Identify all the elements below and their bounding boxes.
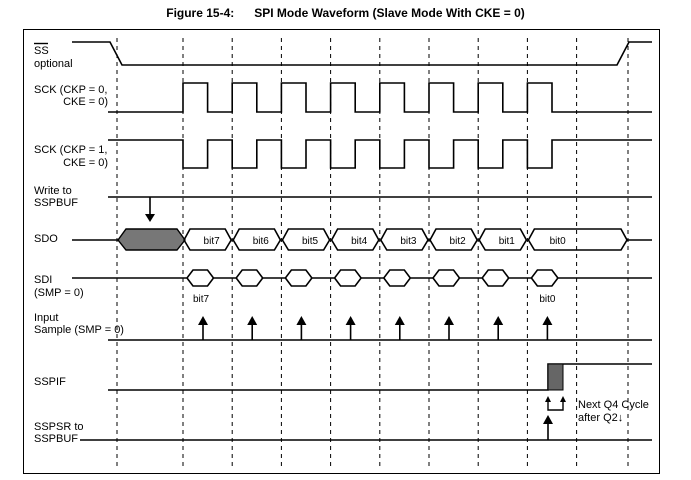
write-label-1: Write to (34, 185, 72, 197)
sdi-first-bit-label: bit7 (193, 294, 210, 305)
sck-ckp0-waveform (108, 82, 652, 113)
q4-annotation-line1: Next Q4 Cycle (578, 399, 649, 411)
sdo-shaded-region (117, 228, 186, 251)
sample-arrow-head (247, 316, 258, 325)
sck1-label-2: CKE = 0) (63, 157, 108, 169)
sample-arrow-head (296, 316, 307, 325)
sck0-label-1: SCK (CKP = 0, (34, 84, 107, 96)
sample-arrow-head (493, 316, 504, 325)
sspif-label: SSPIF (34, 376, 66, 388)
input-label-1: Input (34, 312, 58, 324)
q4-right-arrow (560, 396, 566, 402)
sample-arrow-head (345, 316, 356, 325)
ss-waveform (72, 41, 652, 66)
sspsr-label-1: SSPSR to (34, 421, 84, 433)
q4-annotation-line2: after Q2↓ (578, 412, 623, 424)
sample-arrow-head (444, 316, 454, 325)
write-arrow-head (145, 214, 155, 222)
q4-bracket (547, 398, 564, 411)
diagram-frame (23, 29, 660, 474)
sdo-bit-label: bit3 (400, 236, 417, 247)
sdo-bit-label: bit0 (550, 236, 567, 247)
ss-optional-label: optional (34, 58, 73, 70)
ss-label: SS (34, 45, 49, 57)
sample-arrow-head (394, 316, 405, 325)
sspsr-arrow-head (543, 415, 553, 424)
sdi-label: SDI (34, 274, 52, 286)
sspif-pulse (547, 363, 564, 391)
sdo-bit-cells (183, 228, 628, 251)
sample-arrow-head (198, 316, 208, 325)
sdi-last-bit-label: bit0 (539, 294, 556, 305)
sdo-bit-label: bit2 (450, 236, 467, 247)
sdi-waveform (72, 269, 652, 287)
sdo-label: SDO (34, 233, 58, 245)
sck0-label-2: CKE = 0) (63, 96, 108, 108)
sdo-bit-label: bit7 (204, 236, 221, 247)
waveforms (72, 41, 652, 441)
write-label-2: SSPBUF (34, 197, 78, 209)
sdi-smp-label: (SMP = 0) (34, 287, 84, 299)
figure-title: Figure 15-4: SPI Mode Waveform (Slave Mo… (166, 6, 525, 20)
q4-left-arrow (545, 396, 551, 402)
sdo-bit-label: bit5 (302, 236, 319, 247)
sspsr-label-2: SSPBUF (34, 433, 78, 445)
bit-labels: bit7 bit6 bit5 bit4 bit3 bit2 bit1 bit0 bit7 bit0… (193, 236, 649, 424)
sample-arrow-head (542, 316, 553, 325)
input-label-2: Sample (SMP = 0) (34, 324, 124, 336)
sck-ckp1-waveform (108, 139, 652, 169)
sdo-bit-label: bit4 (351, 236, 368, 247)
sdo-bit-label: bit6 (253, 236, 270, 247)
sdo-bit-label: bit1 (499, 236, 516, 247)
sck1-label-1: SCK (CKP = 1, (34, 144, 107, 156)
